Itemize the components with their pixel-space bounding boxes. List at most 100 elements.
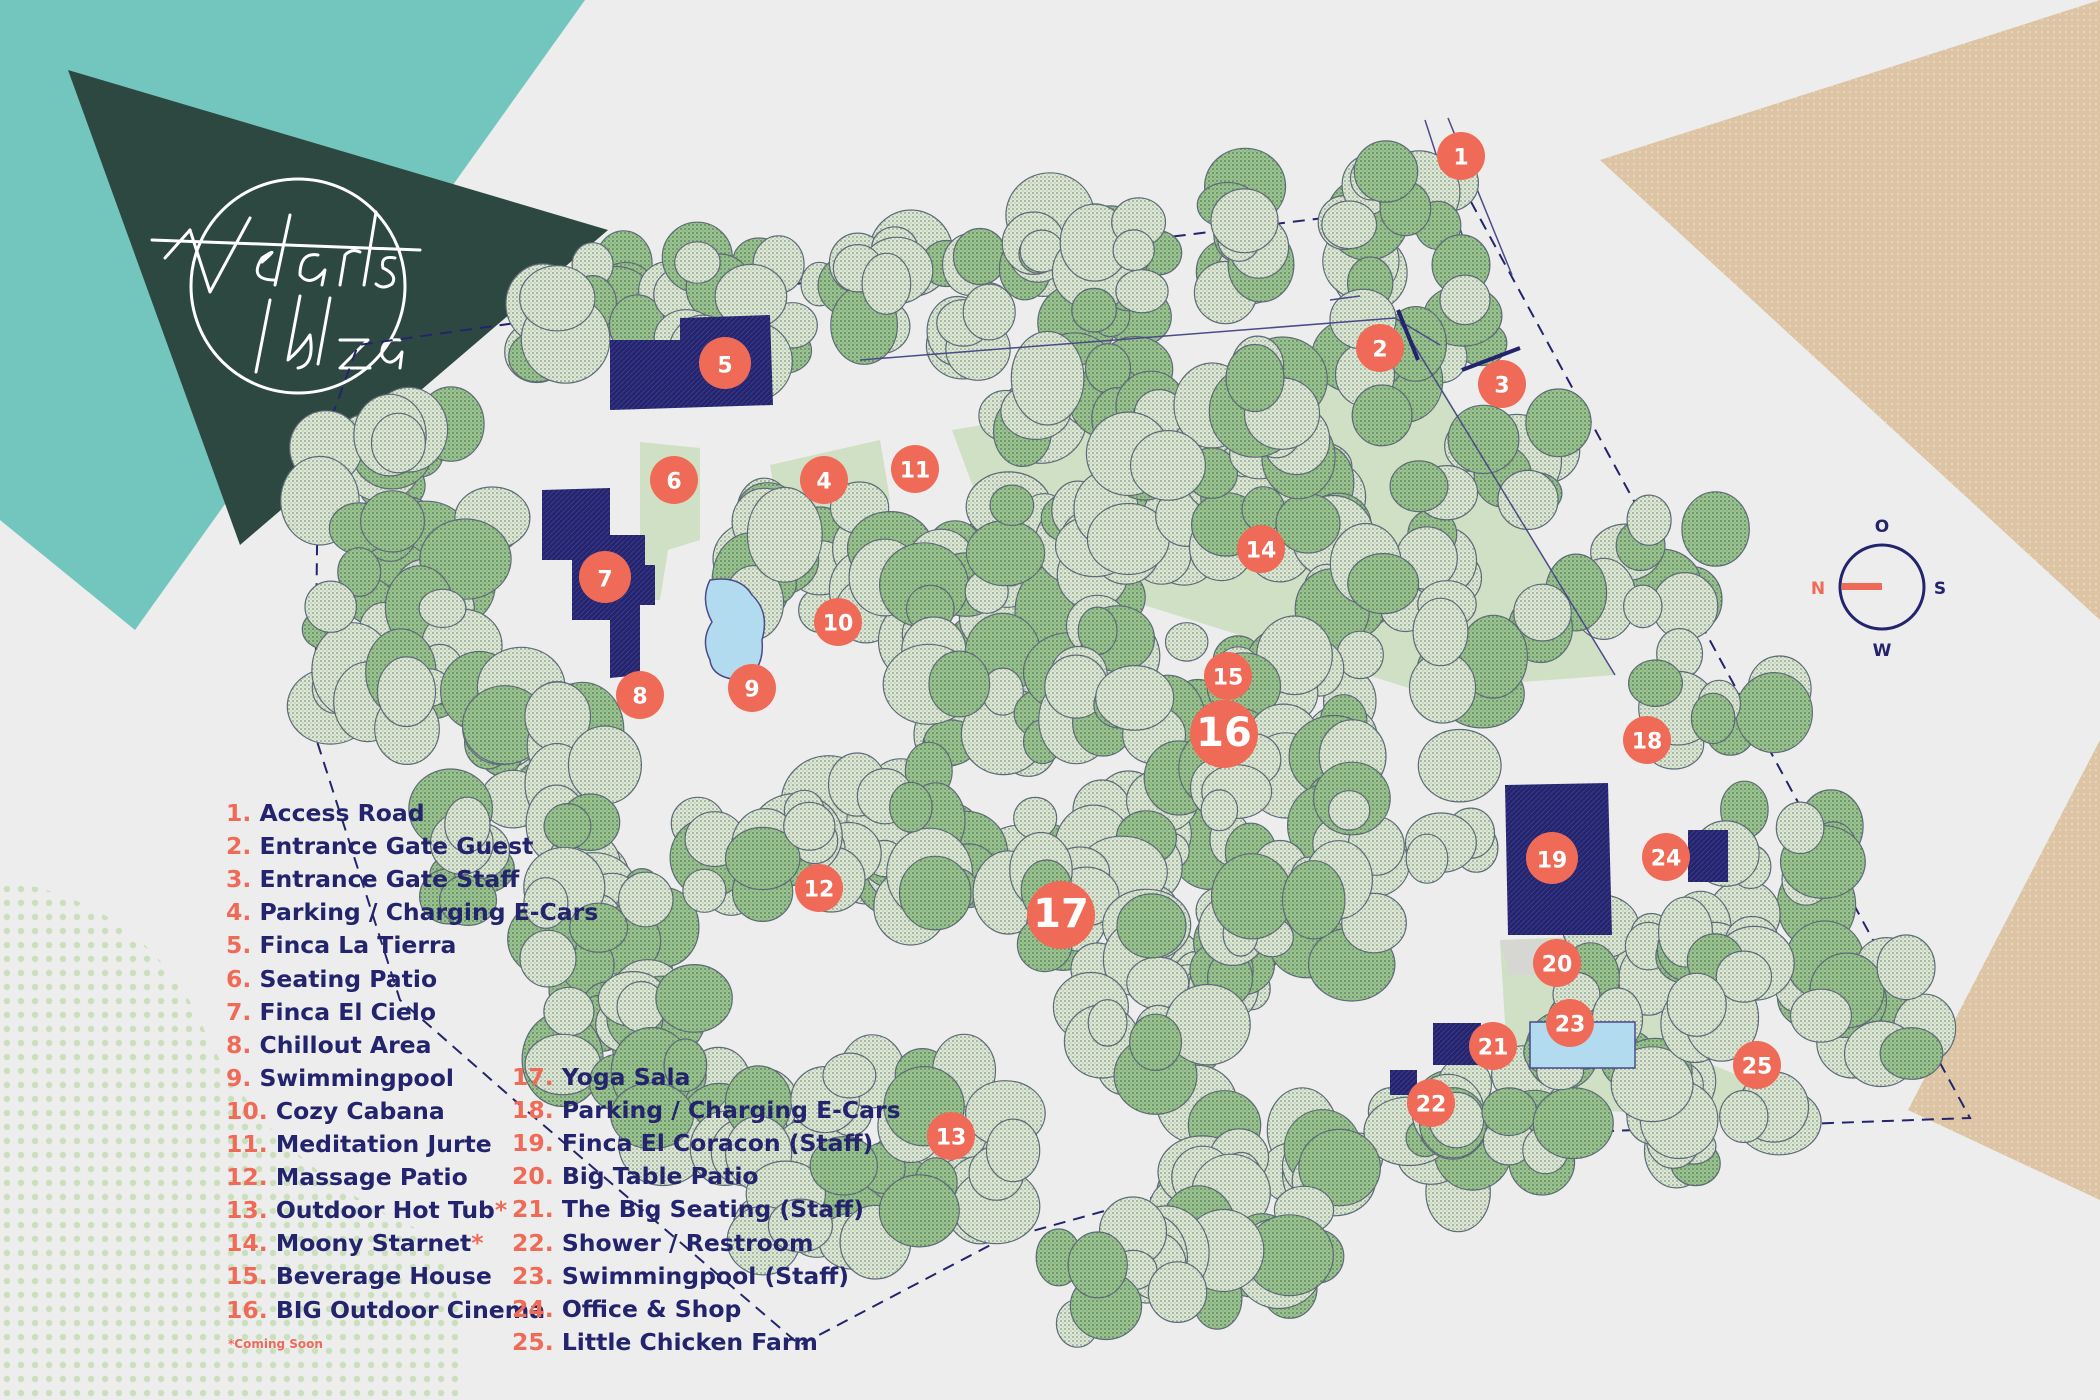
marker-circle bbox=[1469, 1022, 1517, 1070]
compass: O N S W bbox=[1811, 517, 1946, 661]
tree bbox=[783, 801, 836, 851]
tree bbox=[1879, 1027, 1944, 1080]
legend-text: Finca El Cielo bbox=[259, 997, 437, 1026]
legend-item: 1. Access Road bbox=[226, 799, 425, 827]
tree bbox=[663, 1038, 708, 1093]
legend-coming-soon-mark: * bbox=[494, 1196, 508, 1225]
tree bbox=[567, 725, 643, 805]
marker-10: 10 bbox=[814, 598, 862, 646]
tree bbox=[928, 650, 991, 718]
legend-text: The Big Seating (Staff) bbox=[561, 1195, 864, 1224]
tree bbox=[1626, 494, 1672, 546]
gates bbox=[1396, 309, 1521, 372]
legend-number: 18. bbox=[512, 1096, 554, 1125]
sand-shape-top bbox=[1600, 0, 2100, 620]
legend-text: BIG Outdoor Cinema bbox=[275, 1295, 546, 1324]
tree bbox=[1439, 274, 1491, 326]
tree bbox=[370, 412, 426, 474]
tree-canopy bbox=[280, 140, 1957, 1348]
marker-label: 21 bbox=[1478, 1036, 1509, 1061]
marker-2: 2 bbox=[1356, 324, 1404, 372]
marker-circle bbox=[1190, 700, 1258, 768]
legend-number: 20. bbox=[512, 1162, 554, 1191]
legend-text: Massage Patio bbox=[275, 1163, 468, 1192]
legend-text: Entrance Gate Guest bbox=[259, 832, 534, 861]
tree bbox=[746, 486, 823, 583]
marker-label: 9 bbox=[744, 678, 759, 703]
marker-label: 13 bbox=[936, 1126, 967, 1151]
marker-label: 22 bbox=[1416, 1093, 1447, 1118]
marker-22: 22 bbox=[1407, 1079, 1455, 1127]
legend-item: 25. Little Chicken Farm bbox=[512, 1328, 818, 1356]
legend-text: Meditation Jurte bbox=[275, 1130, 492, 1158]
legend-number: 10. bbox=[226, 1096, 268, 1125]
legend-item: 4. Parking / Charging E-Cars bbox=[226, 898, 598, 926]
tree bbox=[965, 519, 1046, 587]
legend-number: 15. bbox=[226, 1262, 268, 1291]
marker-label: 6 bbox=[666, 470, 681, 495]
legend-text: Finca La Tierra bbox=[259, 931, 457, 960]
marker-16: 16 bbox=[1190, 700, 1258, 768]
legend-number: 11. bbox=[226, 1130, 268, 1158]
marker-label: 1 bbox=[1453, 146, 1468, 171]
legend-item: 2. Entrance Gate Guest bbox=[226, 832, 533, 860]
marker-circle bbox=[1733, 1041, 1781, 1089]
tree bbox=[1405, 833, 1449, 884]
office-shop-building bbox=[1688, 830, 1728, 882]
legend-item: 14. Moony Starnet* bbox=[226, 1229, 484, 1257]
sand-shape-bottom bbox=[1908, 740, 2100, 1200]
tree bbox=[878, 1174, 960, 1248]
tree bbox=[1275, 493, 1341, 554]
legend-item: 10. Cozy Cabana bbox=[226, 1097, 445, 1125]
marker-circle bbox=[1237, 525, 1285, 573]
legend-number: 23. bbox=[512, 1261, 554, 1290]
marker-7: 7 bbox=[579, 551, 631, 603]
marker-11: 11 bbox=[891, 445, 939, 493]
tree bbox=[1347, 552, 1420, 615]
legend-number: 14. bbox=[226, 1229, 268, 1258]
tree bbox=[1210, 188, 1279, 254]
staff-gate-bar bbox=[1461, 346, 1521, 372]
tree bbox=[1681, 491, 1750, 567]
legend-text: Outdoor Hot Tub bbox=[275, 1196, 495, 1225]
legend-item: 5. Finca La Tierra bbox=[226, 931, 456, 959]
paths bbox=[859, 295, 1616, 676]
tree bbox=[1497, 469, 1559, 530]
tree bbox=[1735, 671, 1813, 754]
legend-number: 22. bbox=[512, 1228, 554, 1257]
tree bbox=[360, 490, 426, 553]
marker-circle bbox=[814, 598, 862, 646]
tree bbox=[519, 929, 577, 988]
tree bbox=[1412, 597, 1469, 667]
tree bbox=[418, 588, 467, 629]
legend-number: 25. bbox=[512, 1327, 554, 1356]
tree bbox=[1327, 790, 1371, 831]
tree bbox=[1719, 1089, 1769, 1144]
marker-circle bbox=[1526, 832, 1578, 884]
green-dot-field bbox=[0, 880, 465, 1400]
tree bbox=[1147, 1261, 1208, 1323]
marker-15: 15 bbox=[1204, 652, 1252, 700]
legend-number: 16. bbox=[226, 1295, 268, 1324]
tree bbox=[1513, 583, 1572, 642]
tree bbox=[1225, 343, 1285, 413]
legend-item: 9. Swimmingpool bbox=[226, 1064, 454, 1092]
marker-17: 17 bbox=[1027, 881, 1095, 949]
marker-24: 24 bbox=[1642, 833, 1690, 881]
marker-label: 23 bbox=[1555, 1013, 1586, 1038]
legend-number: 13. bbox=[226, 1196, 268, 1225]
marker-circle bbox=[1642, 833, 1690, 881]
legend-number: 7. bbox=[226, 997, 252, 1026]
tree bbox=[889, 781, 933, 833]
legend-text: Cozy Cabana bbox=[275, 1096, 445, 1125]
legend-number: 5. bbox=[226, 931, 252, 960]
legend-text: Seating Patio bbox=[259, 964, 438, 993]
marker-circle bbox=[1623, 716, 1671, 764]
tree bbox=[682, 868, 727, 913]
tree bbox=[444, 796, 491, 853]
legend-number: 9. bbox=[226, 1063, 252, 1092]
legend-number: 24. bbox=[512, 1294, 554, 1323]
marker-circle bbox=[1478, 360, 1526, 408]
legend-item: 3. Entrance Gate Staff bbox=[226, 865, 519, 893]
